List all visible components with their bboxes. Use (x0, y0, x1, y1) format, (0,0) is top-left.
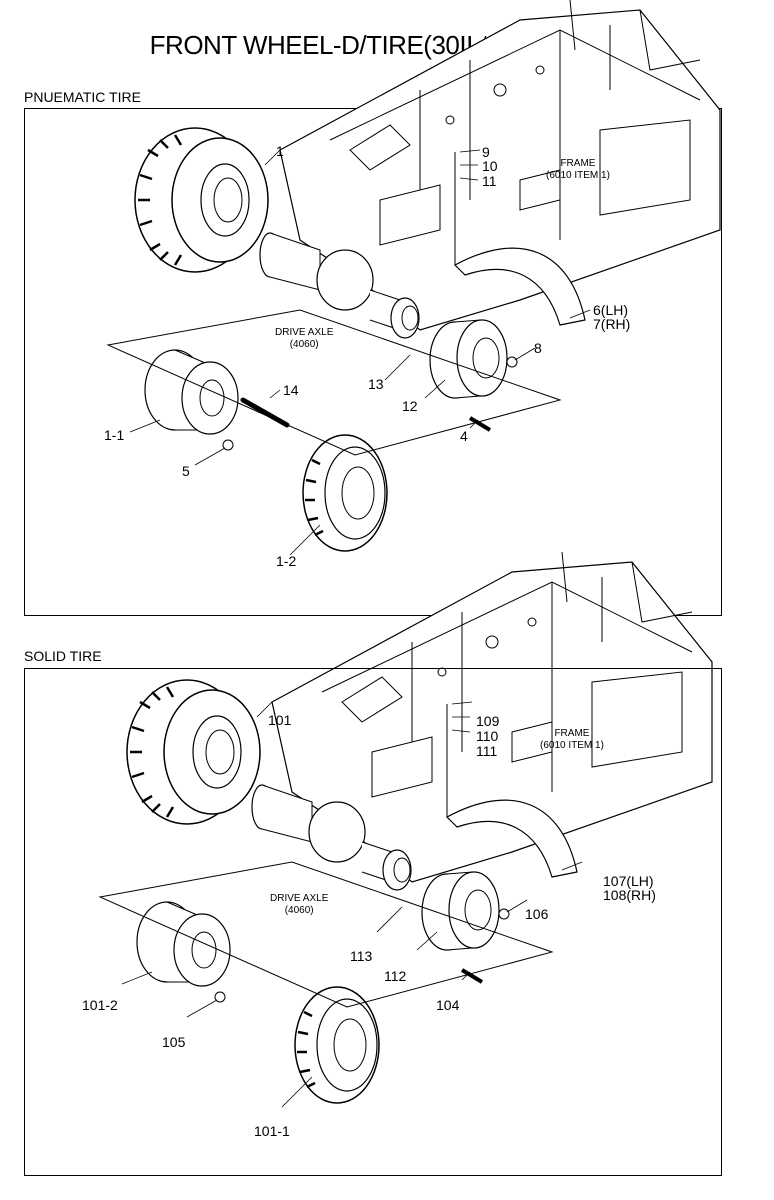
drive-axle-label-solid: DRIVE AXLE(4060) (270, 893, 329, 916)
callout-fender: 6(LH) (593, 302, 629, 318)
callout-spacer: 12 (402, 398, 418, 414)
callout-nut-hub-solid: 106 (525, 906, 549, 922)
nut-hub-solid (498, 908, 510, 920)
callout-nut-rim: 5 (182, 463, 190, 479)
nut-hub-pneumatic (506, 356, 518, 368)
frame-label-pneumatic: FRAME(6010 ITEM 1) (546, 158, 610, 181)
single-tire-pneumatic (301, 433, 389, 553)
exploded-plane-solid (98, 861, 554, 1008)
callout-tire-single: 1-2 (276, 553, 297, 569)
callout-fender-rh-solid: 108(RH) (603, 887, 656, 903)
callout-washer-bottom: 11 (482, 173, 497, 189)
callout-stud-solid: 104 (436, 997, 460, 1013)
callout-nut-hub: 8 (534, 340, 542, 356)
section-label-solid: SOLID TIRE (24, 648, 102, 664)
diagram-panel-solid (24, 668, 722, 1176)
callout-hub-bolt-solid: 113 (350, 948, 373, 964)
callout-bolt-top-solid: 109 (476, 713, 500, 729)
callout-bolt-top: 9 (482, 144, 490, 160)
callout-washer-top-solid: 110 (476, 728, 499, 744)
callout-tire-dual: 1 (276, 143, 284, 159)
stud-solid (460, 968, 484, 984)
stud-pneumatic (468, 416, 492, 432)
nut-rim-solid (214, 991, 226, 1003)
callout-tire-dual-solid: 101 (268, 712, 292, 728)
callout-spacer-solid: 112 (384, 968, 407, 984)
section-label-pneumatic: PNUEMATIC TIRE (24, 89, 141, 105)
nut-rim-pneumatic (222, 439, 234, 451)
callout-fender-rh: 7(RH) (593, 316, 631, 332)
frame-label-solid: FRAME(6010 ITEM 1) (540, 728, 604, 751)
callout-fender-solid: 107(LH) (603, 873, 654, 889)
callout-stud: 4 (460, 428, 468, 444)
callout-rim: 1-1 (104, 427, 125, 443)
callout-washer-bottom-solid: 111 (476, 743, 498, 759)
pin-pneumatic (240, 397, 290, 428)
dual-tire-pneumatic (133, 126, 270, 274)
callout-nut-rim-solid: 105 (162, 1034, 186, 1050)
callout-rim-solid: 101-2 (82, 997, 118, 1013)
callout-pin: 14 (283, 382, 299, 398)
callout-hub-bolt: 13 (368, 376, 384, 392)
callout-tire-single-solid: 101-1 (254, 1123, 290, 1139)
callout-washer-top: 10 (482, 158, 498, 174)
rim-pneumatic (144, 349, 239, 435)
drive-axle-label-pneumatic: DRIVE AXLE(4060) (275, 327, 334, 350)
